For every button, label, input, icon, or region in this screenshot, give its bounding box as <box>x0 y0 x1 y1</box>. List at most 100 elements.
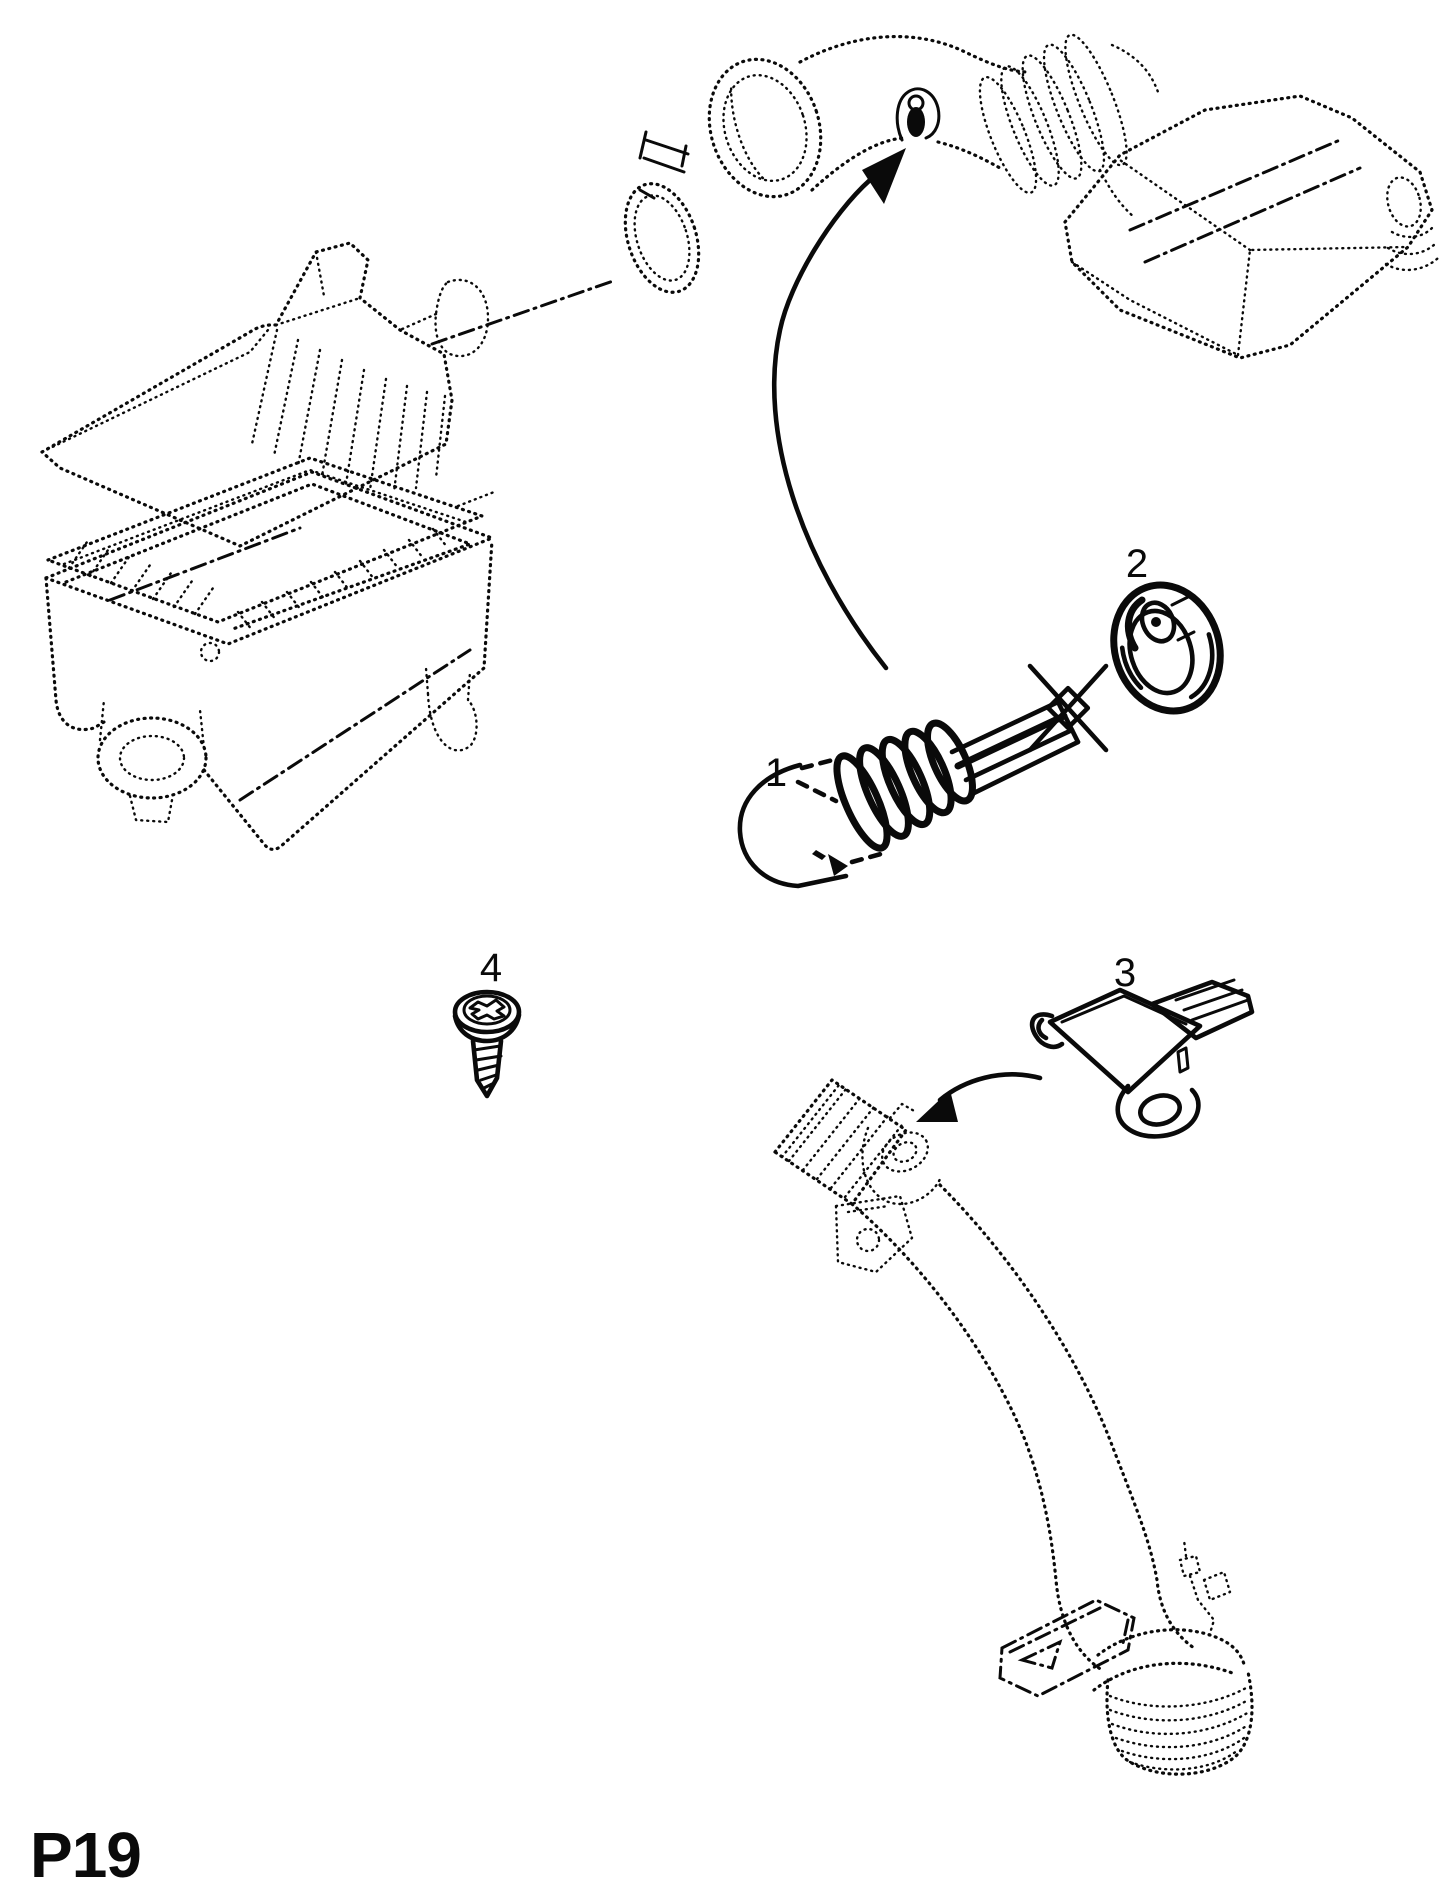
arrow-head <box>916 1090 958 1122</box>
bellows-ring <box>924 719 976 805</box>
callout-2: 2 <box>1126 542 1148 586</box>
pipe-clip <box>1178 1538 1232 1642</box>
map-sensor-slot <box>1176 1046 1190 1074</box>
screw-threads <box>472 1044 503 1090</box>
pipe-body-left-edge <box>850 1202 1104 1672</box>
connector-pins <box>1174 978 1250 1022</box>
callout-1: 1 <box>765 751 787 795</box>
pipe-end-ribs <box>1108 1686 1251 1771</box>
map-sensor-ear <box>1029 1012 1065 1050</box>
filter-element-inner-edge <box>62 468 468 566</box>
pipe-ribbed-end-outline <box>1105 1670 1254 1776</box>
hose-clamp <box>623 182 701 294</box>
callout-labels: 1 2 3 4 <box>480 542 1148 995</box>
pipe-connector-ribs <box>780 1083 904 1199</box>
arrow-curve <box>772 177 889 671</box>
screw-head-inner <box>462 994 512 1026</box>
housing-outlet-neck <box>98 698 206 824</box>
sensor-end-bracket <box>1027 663 1109 753</box>
resonator-box-spout <box>1384 176 1440 272</box>
housing-side-tab <box>456 490 496 508</box>
nipple-shadow <box>907 107 925 137</box>
sensor-bellows <box>833 719 976 852</box>
spout-ring <box>1386 176 1422 228</box>
resonator-box-outline <box>1063 94 1434 360</box>
map-sensor-connector <box>1149 978 1255 1041</box>
port-bore <box>892 1141 918 1163</box>
part-4-screw <box>452 989 522 1099</box>
inlet-to-clamp-leader-line <box>430 278 618 346</box>
map-sensor-body <box>1047 987 1203 1095</box>
connector-pin <box>1151 617 1161 627</box>
callout-3: 3 <box>1114 951 1136 995</box>
hose-bottom-edge <box>810 136 1002 192</box>
part-1-sensor <box>737 595 1196 889</box>
air-cleaner-cover-fins <box>250 328 447 494</box>
housing-foot <box>199 641 221 663</box>
hose-end-ring <box>707 57 823 199</box>
seal-ring-inner <box>1127 608 1195 696</box>
arrow-head <box>862 148 906 204</box>
seal-ring-outer <box>1110 581 1224 715</box>
connector-arc <box>1124 596 1146 652</box>
map-sensor-flange <box>1115 1083 1201 1139</box>
corrugation-ring <box>1021 54 1083 180</box>
corrugation-ring <box>1042 43 1106 173</box>
map-sensor-to-pipe-arrow <box>916 1072 1043 1122</box>
seal-ring-shading <box>1119 591 1215 705</box>
hose-breather-nipple <box>895 87 941 142</box>
boss-outline <box>861 1102 943 1206</box>
resonator-box-edges <box>1070 158 1410 357</box>
bellows-ring <box>878 735 934 829</box>
resonator-box <box>1063 94 1440 360</box>
hose-corrugation <box>978 33 1128 195</box>
sensor-probe <box>949 699 1081 796</box>
resonator-box-surface-lines <box>1128 138 1362 264</box>
filter-element-pleats <box>67 527 449 632</box>
air-cleaner-housing-left-wall <box>44 576 106 732</box>
pipe-body-right-edge <box>938 1183 1196 1650</box>
pipe-mounting-arm <box>998 1598 1136 1698</box>
sensor-to-hose-arrow <box>772 148 906 671</box>
hose-top-edge <box>798 35 1030 74</box>
pipe-boss-bracket <box>834 1194 914 1274</box>
arrow-curve <box>937 1072 1043 1103</box>
bracket-x <box>1027 663 1109 753</box>
nipple-outline <box>895 87 941 142</box>
hose-clamp-screw-housing <box>638 130 690 200</box>
hose-end-ring-inner <box>722 73 808 183</box>
pipe-bracket-hole <box>855 1227 881 1253</box>
probe-dark-stripe <box>954 712 1068 770</box>
housing-outlet-spout-bore <box>118 734 186 782</box>
bellows-ring <box>901 727 955 817</box>
bracket-center <box>1045 685 1091 731</box>
air-cleaner-cover-inlet-mouth <box>398 278 490 358</box>
probe-stripes <box>949 699 1081 796</box>
hose-neck-to-box <box>1098 43 1160 220</box>
filter-element-outline <box>46 456 484 624</box>
sensor-printed-arrow <box>812 850 848 876</box>
bellows-ring <box>833 752 891 852</box>
callout-4: 4 <box>480 946 502 990</box>
nipple-bore <box>907 94 925 112</box>
bellows-ring <box>856 744 912 840</box>
spout-ribs <box>1384 226 1440 272</box>
sensor-housing-outline <box>737 762 849 889</box>
probe-end <box>1055 699 1081 745</box>
map-sensor-flange-hole <box>1138 1093 1182 1127</box>
pipe-ribbed-connector-outline <box>773 1078 908 1206</box>
screw-head-outer <box>452 989 522 1035</box>
corrugation-ring <box>1000 65 1060 187</box>
connector-shell <box>1149 979 1255 1041</box>
intake-hose-assembly <box>623 33 1160 294</box>
air-cleaner-housing-rim <box>44 470 494 646</box>
housing-bottom-inner-line <box>108 526 472 802</box>
part-1-leader <box>795 779 839 804</box>
screw-flange <box>452 1012 522 1044</box>
hose-clamp-ring-outer <box>623 182 701 294</box>
hose-end-ring-outer <box>707 57 823 199</box>
part-2-seal-ring <box>1110 581 1224 715</box>
corrugation-ring <box>978 75 1038 195</box>
